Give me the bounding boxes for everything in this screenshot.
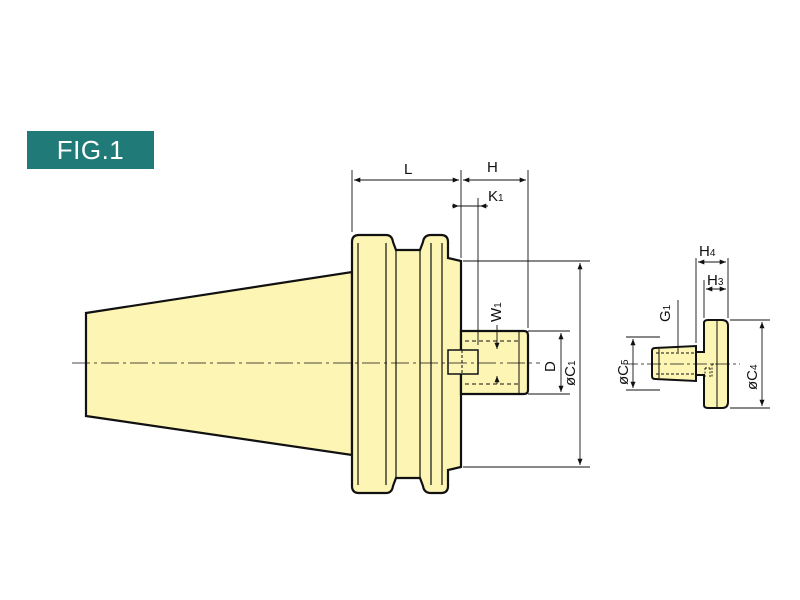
figure-badge: FIG.1 [27, 131, 154, 169]
taper-shank [84, 270, 354, 457]
label-W1: W1 [488, 302, 505, 322]
tool-holder [72, 233, 540, 495]
flange-body [350, 233, 463, 495]
bolt-dimensions [626, 258, 770, 409]
main-dimensions [351, 170, 590, 468]
label-K1: K1 [488, 188, 504, 205]
label-G1: G1 [657, 304, 674, 322]
label-C4: øC4 [744, 364, 761, 390]
label-C1: øC1 [562, 360, 579, 386]
label-H4: H4 [699, 243, 716, 260]
pilot-arbor [459, 329, 530, 396]
label-L: L [404, 161, 412, 178]
label-H3: H3 [707, 272, 724, 289]
label-D: D [542, 361, 559, 372]
retention-bolt [624, 319, 740, 409]
label-H: H [487, 159, 498, 176]
label-C5: øC5 [615, 359, 632, 385]
